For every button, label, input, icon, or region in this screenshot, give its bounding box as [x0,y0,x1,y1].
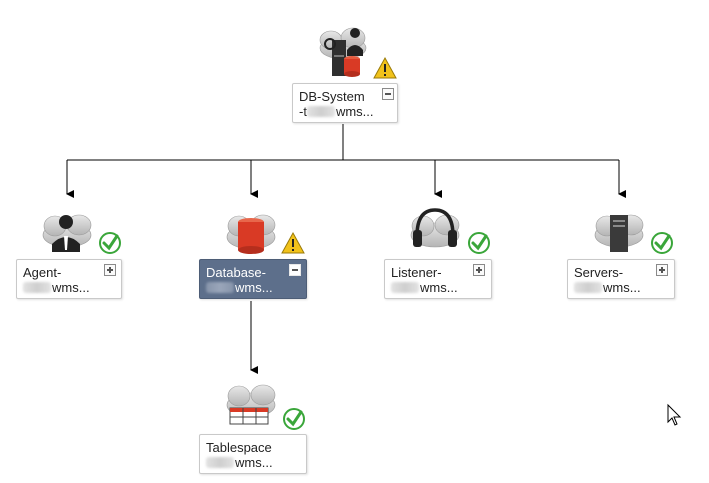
node-tablespace[interactable]: Tablespace wms... [199,434,307,474]
node-label-line2: wms... [574,280,674,295]
server-icon[interactable] [594,214,644,252]
node-label-line2: wms... [206,455,306,470]
headphones-icon[interactable] [410,208,460,248]
redacted-text [206,457,234,468]
node-label-suffix: wms... [420,280,458,295]
node-label-suffix: wms... [235,280,273,295]
node-label-suffix: wms... [335,104,374,119]
agent-icon[interactable] [42,214,92,252]
database-icon[interactable] [226,214,276,254]
node-label-line1: Servers- [574,265,624,280]
node-label-line1: Agent- [23,265,62,280]
expand-toggle-button[interactable] [473,264,485,276]
expand-toggle-button[interactable] [656,264,668,276]
node-agent[interactable]: Agent- wms... [16,259,122,299]
expand-toggle-button[interactable] [104,264,116,276]
warning-icon [281,231,305,254]
connectors [66,124,626,374]
node-label-line2: wms... [206,280,306,295]
node-label-suffix: wms... [603,280,641,295]
node-label-suffix: wms... [235,455,273,470]
mouse-cursor-icon [667,403,682,426]
node-label-line2: wms... [391,280,491,295]
check-icon [283,408,305,430]
redacted-text [306,106,335,117]
check-icon [468,232,490,254]
collapse-toggle-button[interactable] [382,88,394,100]
node-label-line2: -t wms... [299,104,397,119]
db-system-icon[interactable] [319,27,367,77]
redacted-text [391,282,419,293]
check-icon [99,232,121,254]
redacted-text [23,282,51,293]
warning-icon [373,56,397,79]
node-label-line1: DB-System [299,89,365,104]
node-label-line1: Database- [206,265,266,280]
node-label-line1: Listener- [391,265,442,280]
check-icon [651,232,673,254]
node-label-prefix: -t [299,104,307,119]
collapse-toggle-button[interactable] [289,264,301,276]
node-db-system[interactable]: DB-System -t wms... [292,83,398,123]
node-listener[interactable]: Listener- wms... [384,259,492,299]
node-servers[interactable]: Servers- wms... [567,259,675,299]
table-icon[interactable] [226,384,276,425]
node-label-line1: Tablespace [206,440,272,455]
redacted-text [574,282,602,293]
node-database[interactable]: Database- wms... [199,259,307,299]
node-label-suffix: wms... [52,280,90,295]
node-label-line2: wms... [23,280,121,295]
redacted-text [206,282,234,293]
